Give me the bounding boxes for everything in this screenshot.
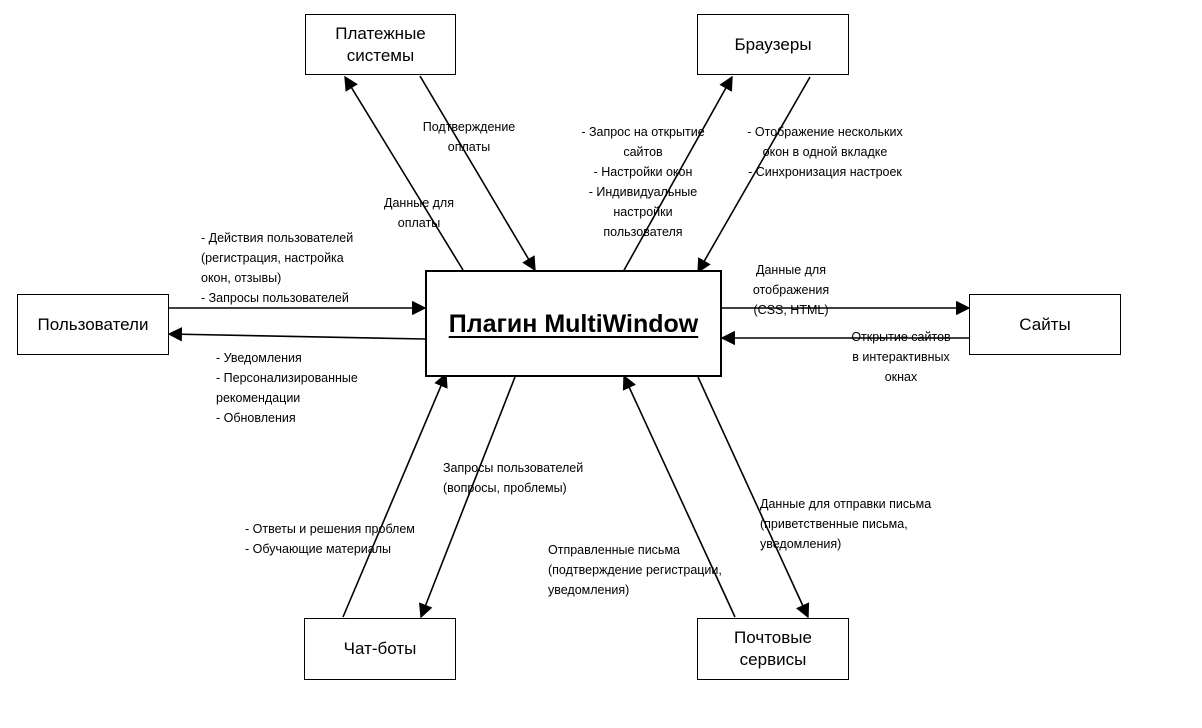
label-browser-display: - Отображение нескольких окон в одной вк… (747, 125, 903, 179)
label-mail-sent: Отправленные письма (подтверждение регис… (548, 543, 722, 597)
label-user-notify: - Уведомления - Персонализированные реко… (216, 351, 358, 425)
label-payment-data: Данные для оплаты (384, 196, 454, 230)
node-mail-services: Почтовые сервисы (697, 618, 849, 680)
edge-payment-data (344, 75, 464, 271)
node-multiwindow-plugin: Плагин MultiWindow (425, 270, 722, 377)
edge-browser-request (622, 75, 733, 273)
label-browser-request: - Запрос на открытие сайтов - Настройки … (581, 125, 705, 239)
edge-mail-data (697, 376, 810, 619)
node-browsers: Браузеры (697, 14, 849, 75)
label-site-open: Открытие сайтов в интерактивных окнах (851, 330, 951, 384)
node-sites: Сайты (969, 294, 1121, 355)
label-payment-confirm: Подтверждение оплаты (422, 120, 516, 154)
edge-chat-requests (419, 376, 516, 619)
label-chat-requests: Запросы пользователей (вопросы, проблемы… (443, 461, 584, 495)
label-chat-answers: - Ответы и решения проблем - Обучающие м… (245, 522, 415, 556)
node-payment-systems: Платежные системы (305, 14, 456, 75)
edge-browser-display (697, 76, 811, 274)
label-mail-data: Данные для отправки письма (приветственн… (760, 497, 932, 551)
edge-mail-sent (622, 374, 736, 618)
node-chatbots: Чат-боты (304, 618, 456, 680)
label-user-actions: - Действия пользователей (регистрация, н… (201, 231, 354, 305)
edge-payment-confirm (419, 75, 536, 272)
node-users: Пользователи (17, 294, 169, 355)
edge-user-notify (167, 327, 426, 342)
edge-chat-answers (342, 372, 448, 618)
label-site-display: Данные для отображения (CSS, HTML) (752, 263, 830, 317)
